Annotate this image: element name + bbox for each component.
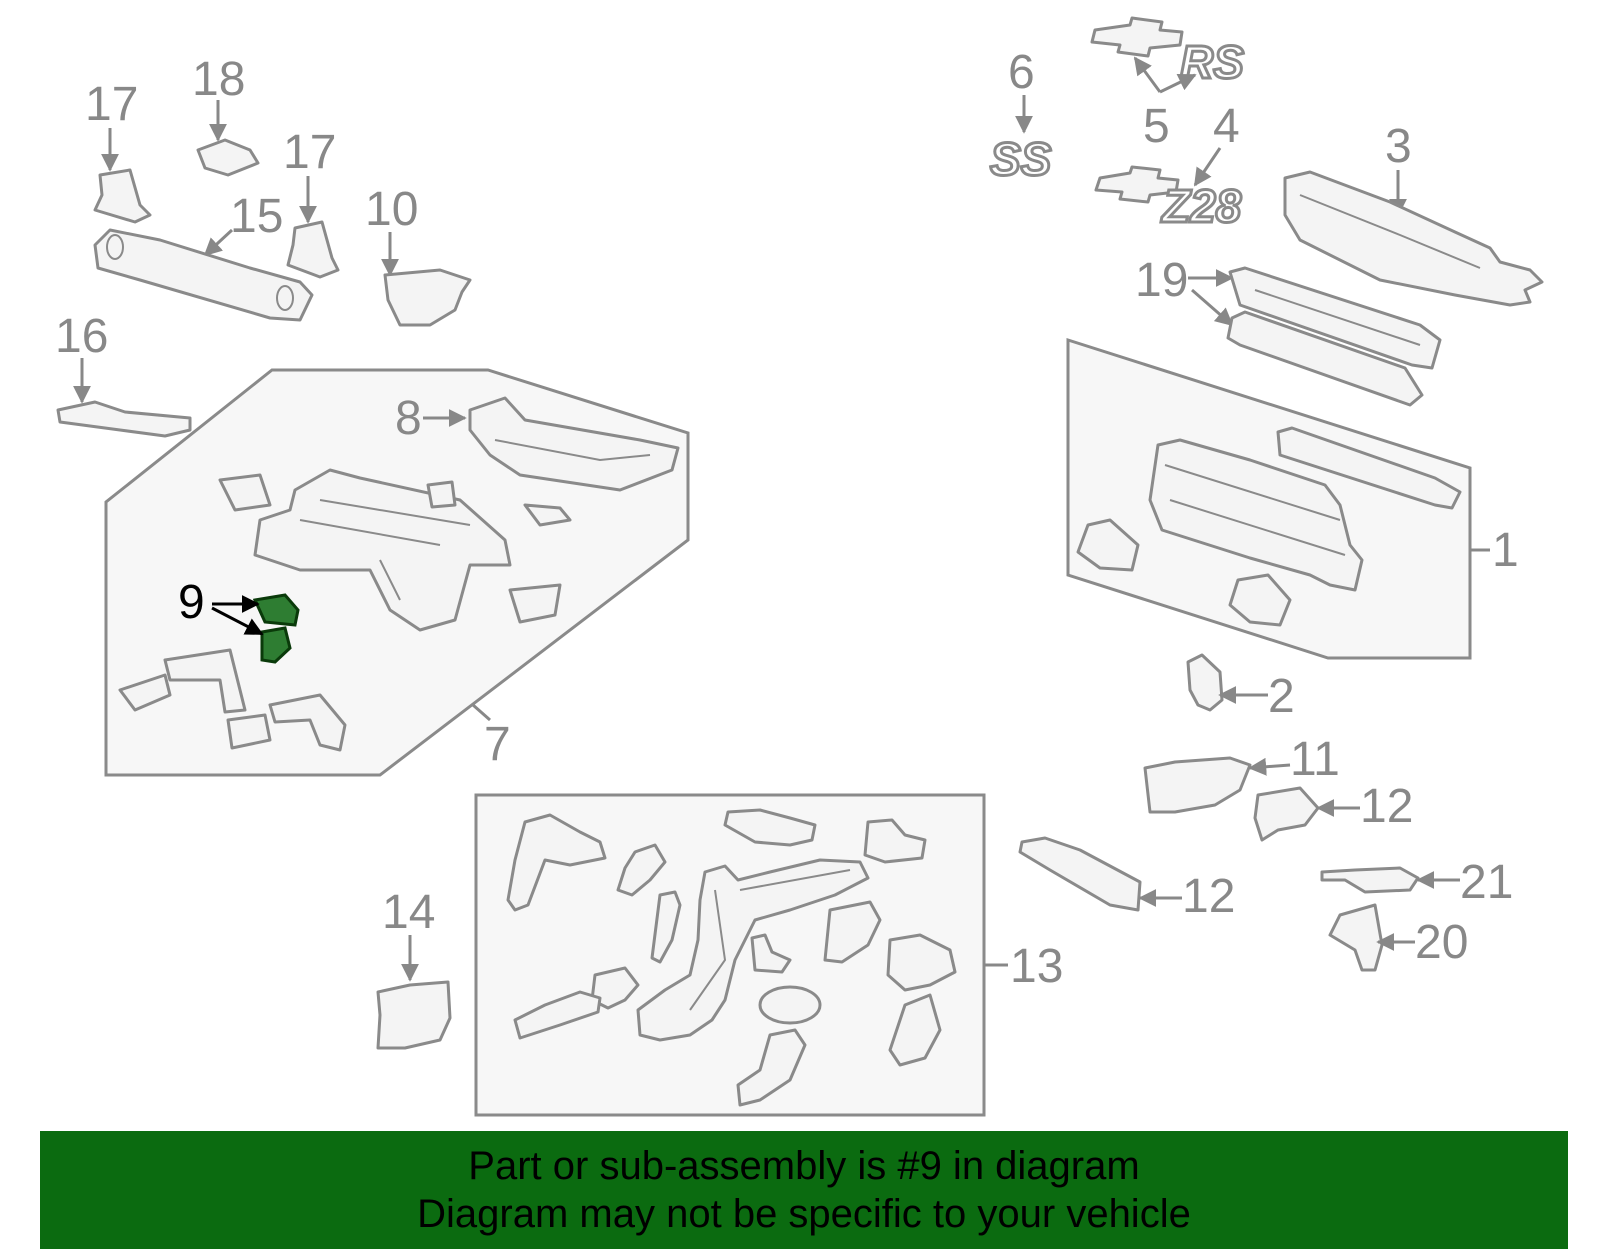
- callout-21: 21: [1460, 856, 1513, 909]
- part-floor-pan[interactable]: [253, 468, 512, 632]
- part-13-strip[interactable]: [650, 890, 682, 964]
- part-1-panel[interactable]: [1148, 438, 1364, 592]
- emblem-bowtie-z28[interactable]: Z28: [1094, 165, 1243, 234]
- callout-13: 13: [1010, 940, 1063, 993]
- part-1-plate-b[interactable]: [1228, 573, 1292, 627]
- part-20[interactable]: [1328, 903, 1384, 972]
- part-7-bracket-b[interactable]: [426, 480, 457, 509]
- part-10[interactable]: [383, 268, 472, 327]
- part-12-lower[interactable]: [1018, 836, 1142, 912]
- leader-15: [203, 228, 234, 257]
- callout-12-upper: 12: [1360, 780, 1413, 833]
- callout-14: 14: [382, 886, 435, 939]
- part-7-rail-b[interactable]: [118, 673, 172, 712]
- part-3[interactable]: [1283, 170, 1544, 307]
- part-19-lower[interactable]: [1226, 310, 1424, 407]
- part-1-plate-a[interactable]: [1076, 518, 1140, 572]
- part-13-rail[interactable]: [513, 990, 602, 1040]
- part-13-wheelhouse[interactable]: [636, 858, 870, 1042]
- emblem-ss: SS: [990, 133, 1052, 185]
- part-2[interactable]: [1186, 653, 1224, 712]
- leader-5a: [1133, 56, 1162, 93]
- leader-4: [1193, 147, 1222, 187]
- part-15[interactable]: [93, 228, 314, 322]
- callout-7: 7: [484, 718, 511, 771]
- callout-2: 2: [1268, 670, 1295, 723]
- part-17-left[interactable]: [93, 168, 152, 224]
- part-13-bracket-a[interactable]: [616, 843, 667, 897]
- leader-11: [1248, 757, 1291, 776]
- part-14[interactable]: [376, 980, 452, 1050]
- callout-4: 4: [1213, 100, 1240, 153]
- part-19-upper[interactable]: [1228, 266, 1442, 370]
- part-18[interactable]: [196, 138, 260, 177]
- part-12-upper[interactable]: [1253, 786, 1320, 842]
- callout-1: 1: [1492, 524, 1519, 577]
- part-13-pillar[interactable]: [506, 813, 607, 912]
- part-7-rail-d[interactable]: [226, 713, 272, 750]
- banner-line-2: Diagram may not be specific to your vehi…: [417, 1192, 1191, 1236]
- callout-8: 8: [395, 392, 422, 445]
- part-16[interactable]: [56, 400, 192, 438]
- part-13-bracket-d[interactable]: [750, 933, 792, 974]
- part-7-bracket-a[interactable]: [218, 473, 272, 512]
- callout-12-lower: 12: [1182, 870, 1235, 923]
- part-13-clip[interactable]: [863, 818, 927, 864]
- callout-20: 20: [1415, 916, 1468, 969]
- callout-17-right: 17: [283, 126, 336, 179]
- leader-19b: [1191, 288, 1234, 327]
- part-7-bracket-c[interactable]: [508, 583, 562, 624]
- callout-16: 16: [55, 310, 108, 363]
- part-7-rail-c[interactable]: [268, 693, 347, 752]
- emblem-rs: RS: [1180, 36, 1244, 88]
- banner-line-1: Part or sub-assembly is #9 in diagram: [468, 1144, 1140, 1188]
- leader-5b: [1159, 73, 1197, 94]
- callout-6: 6: [1008, 46, 1035, 99]
- part-13-bracket-b[interactable]: [723, 808, 817, 847]
- part-13-wedge[interactable]: [888, 993, 942, 1067]
- emblem-bowtie-rs[interactable]: RS: [1090, 16, 1246, 90]
- part-7-rail-a[interactable]: [163, 648, 247, 714]
- callout-17-left: 17: [85, 78, 138, 131]
- part-8[interactable]: [468, 396, 680, 492]
- callout-11: 11: [1290, 733, 1340, 786]
- part-1-bar[interactable]: [1276, 426, 1462, 510]
- info-banner: Part or sub-assembly is #9 in diagram Di…: [40, 1131, 1568, 1249]
- part-9-highlighted[interactable]: [252, 593, 300, 664]
- callout-3: 3: [1385, 120, 1412, 173]
- leader-7: [472, 703, 491, 722]
- callout-19: 19: [1135, 254, 1188, 307]
- leader-9b: [211, 606, 264, 636]
- callout-18: 18: [192, 53, 245, 106]
- part-13-bracket-c[interactable]: [823, 900, 882, 964]
- part-13-cup[interactable]: [758, 985, 822, 1025]
- part-11[interactable]: [1143, 756, 1252, 814]
- part-17-right[interactable]: [286, 220, 340, 279]
- part-7-clip[interactable]: [523, 503, 572, 527]
- part-13-channel[interactable]: [736, 1028, 807, 1107]
- callout-10: 10: [365, 183, 418, 236]
- emblem-z28: Z28: [1160, 180, 1242, 232]
- callout-15: 15: [230, 190, 283, 243]
- part-13-plate[interactable]: [886, 933, 957, 992]
- part-21[interactable]: [1320, 866, 1420, 894]
- callout-5: 5: [1143, 100, 1170, 153]
- callout-9: 9: [178, 576, 205, 629]
